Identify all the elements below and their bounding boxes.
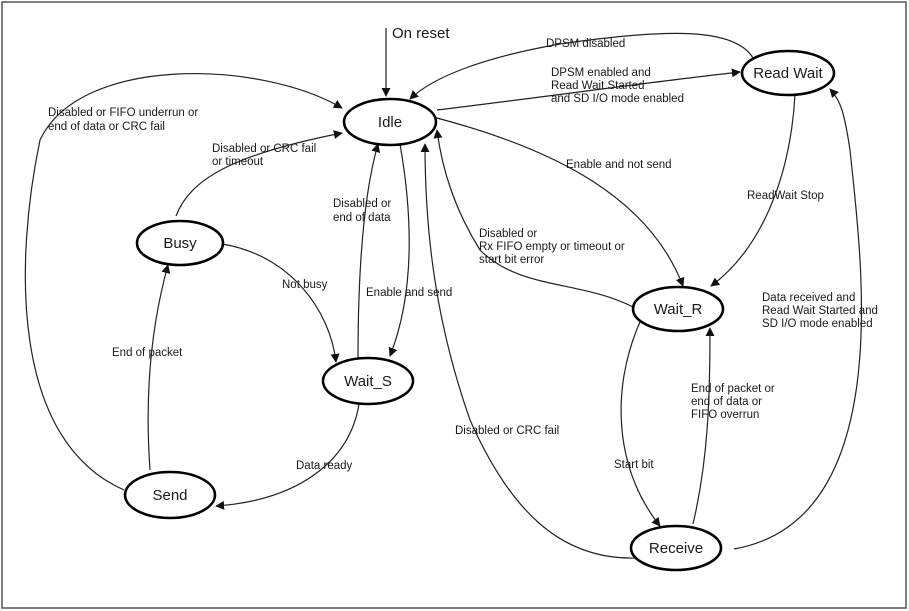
label-idle-to-readwait-line-3: and SD I/O mode enabled [551, 93, 684, 105]
edge-waits-to-idle [357, 143, 381, 359]
label-receive-to-idle: Disabled or CRC fail [455, 425, 559, 437]
edges [24, 28, 863, 559]
label-idle-to-readwait: DPSM enabled and Read Wait Started and S… [551, 67, 684, 105]
state-receive: Receive [629, 524, 723, 572]
edge-send-to-busy [147, 264, 171, 471]
state-wait-r-label: Wait_R [654, 301, 703, 318]
label-on-reset-line-1: On reset [392, 25, 450, 42]
state-busy-label: Busy [163, 235, 197, 252]
label-idle-to-waitr: Enable and not send [566, 159, 672, 171]
edge-busy-to-waits [221, 243, 340, 363]
label-waits-to-send-line-1: Data ready [296, 460, 353, 472]
label-idle-to-readwait-line-1: DPSM enabled and [551, 67, 651, 79]
label-waits-to-idle: Disabled or end of data [333, 198, 394, 224]
label-readwait-to-waitr: ReadWait Stop [747, 190, 824, 202]
label-on-reset: On reset [392, 25, 450, 42]
label-busy-to-waits: Not busy [282, 279, 328, 291]
label-waitr-to-idle-line-3: start bit error [479, 254, 544, 266]
edge-idle-to-readwait [436, 68, 741, 111]
label-receive-to-readwait: Data received and Read Wait Started and … [762, 292, 881, 330]
label-idle-to-waits: Enable and send [366, 287, 452, 299]
edge-receive-to-idle [420, 143, 637, 559]
edge-waits-to-send [215, 403, 360, 510]
label-idle-to-waitr-line-1: Enable and not send [566, 159, 672, 171]
label-receive-to-idle-line-1: Disabled or CRC fail [455, 425, 559, 437]
label-receive-to-readwait-line-1: Data received and [762, 292, 855, 304]
state-wait-s-label: Wait_S [344, 373, 392, 390]
edge-readwait-to-waitr [710, 94, 796, 287]
state-send: Send [123, 470, 217, 520]
label-send-to-idle-line-1: Disabled or FIFO underrun or [48, 107, 198, 119]
state-idle-label: Idle [378, 114, 402, 131]
label-receive-to-readwait-line-3: SD I/O mode enabled [762, 318, 873, 330]
state-send-label: Send [152, 487, 187, 504]
label-waitr-to-idle-line-1: Disabled or [479, 228, 537, 240]
edge-readwait-to-idle [409, 32, 754, 100]
state-busy: Busy [135, 219, 225, 267]
edge-receive-to-readwait [733, 88, 863, 550]
edge-receive-to-waitr [692, 327, 715, 525]
label-receive-to-waitr: End of packet or end of data or FIFO ove… [691, 383, 778, 421]
label-busy-to-waits-line-1: Not busy [282, 279, 328, 291]
label-idle-to-readwait-line-2: Read Wait Started [551, 80, 645, 92]
state-read-wait-label: Read Wait [753, 65, 823, 82]
edge-send-to-idle [24, 73, 343, 491]
label-readwait-to-idle: DPSM disabled [546, 38, 625, 50]
label-receive-to-waitr-line-3: FIFO overrun [691, 409, 759, 421]
state-wait-s: Wait_S [321, 356, 415, 406]
label-waitr-to-idle-line-2: Rx FIFO empty or timeout or [479, 241, 625, 253]
edge-waitr-to-idle [433, 129, 634, 308]
edge-waitr-to-receive [620, 321, 661, 527]
label-busy-to-idle-line-2: or timeout [212, 156, 264, 168]
label-waits-to-send: Data ready [296, 460, 353, 472]
label-busy-to-idle-line-1: Disabled or CRC fail [212, 143, 316, 155]
label-waitr-to-receive: Start bit [614, 459, 654, 471]
label-readwait-to-idle-line-1: DPSM disabled [546, 38, 625, 50]
state-wait-r: Wait_R [631, 285, 725, 333]
edge-idle-to-waits [388, 143, 410, 357]
state-receive-label: Receive [649, 540, 703, 557]
label-receive-to-waitr-line-2: end of data or [691, 396, 762, 408]
state-idle: Idle [342, 97, 438, 147]
state-read-wait: Read Wait [740, 49, 836, 97]
label-waitr-to-idle: Disabled or Rx FIFO empty or timeout or … [479, 228, 628, 266]
label-receive-to-readwait-line-2: Read Wait Started and [762, 305, 878, 317]
label-waits-to-idle-line-2: end of data [333, 212, 391, 224]
label-send-to-busy-line-1: End of packet [112, 347, 183, 359]
label-send-to-busy: End of packet [112, 347, 183, 359]
label-waits-to-idle-line-1: Disabled or [333, 198, 391, 210]
label-readwait-to-waitr-line-1: ReadWait Stop [747, 190, 824, 202]
edge-idle-to-waitr [432, 116, 685, 287]
label-waitr-to-receive-line-1: Start bit [614, 459, 654, 471]
edge-labels: On reset DPSM disabled DPSM enabled and … [48, 25, 881, 472]
label-send-to-idle-line-2: end of data or CRC fail [48, 121, 165, 133]
edge-busy-to-idle [175, 130, 343, 217]
label-busy-to-idle: Disabled or CRC fail or timeout [212, 143, 319, 168]
label-send-to-idle: Disabled or FIFO underrun or end of data… [48, 107, 201, 133]
label-idle-to-waits-line-1: Enable and send [366, 287, 452, 299]
label-receive-to-waitr-line-1: End of packet or [691, 383, 775, 395]
